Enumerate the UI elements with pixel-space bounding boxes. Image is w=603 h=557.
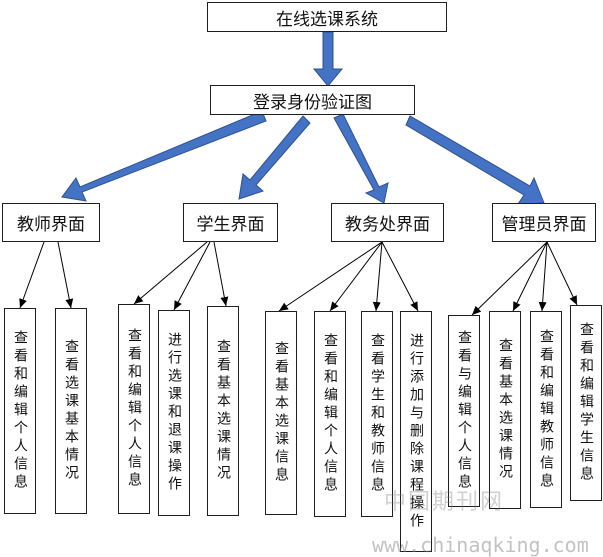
office-connectors <box>278 241 419 312</box>
leaf-label: 查看选课基本情况 <box>63 339 79 483</box>
leaf-box: 查看基本选课信息 <box>265 311 297 515</box>
leaf-label: 查看基本选课情况 <box>215 339 231 483</box>
module-label-office: 教务处界面 <box>345 215 430 235</box>
arrow-login-to-student <box>238 115 311 200</box>
leaf-label: 查看与编辑个人信息 <box>456 330 472 492</box>
leaf-box: 进行选课和退课操作 <box>158 310 190 516</box>
leaf-box: 查看基本选课情况 <box>207 306 239 516</box>
leaf-box: 查看和编辑个人信息 <box>4 308 36 514</box>
module-label-student: 学生界面 <box>196 215 265 235</box>
module-label-admin: 管理员界面 <box>501 215 587 235</box>
watermark-logo-text: 中国期刊网 <box>384 490 505 515</box>
leaf-label: 查看基本选课信息 <box>273 341 289 485</box>
module-box-teacher: 教师界面 <box>2 203 100 242</box>
leaf-label: 进行添加与删除课程操作 <box>408 332 424 531</box>
arrow-login-to-office <box>333 113 389 204</box>
arrow-login-to-admin <box>405 115 545 205</box>
arrow-root-to-login <box>312 31 344 87</box>
leaf-box: 查看和编辑教师信息 <box>530 311 562 508</box>
module-box-admin: 管理员界面 <box>492 203 596 242</box>
leaf-box: 查看选课基本情况 <box>55 308 87 514</box>
leaf-box: 查看与编辑个人信息 <box>448 315 480 507</box>
leaf-label: 查看基本选课情况 <box>497 338 513 482</box>
root-label: 在线选课系统 <box>276 9 378 30</box>
leaf-label: 查看和编辑个人信息 <box>12 330 28 492</box>
leaf-box: 查看基本选课情况 <box>489 311 521 509</box>
arrow-login-to-teacher <box>61 110 267 202</box>
leaf-box: 进行添加与删除课程操作 <box>400 311 432 552</box>
leaf-label: 查看和编辑个人信息 <box>322 333 338 495</box>
leaf-label: 进行选课和退课操作 <box>166 332 182 494</box>
leaf-label: 查看和编辑学生信息 <box>578 322 594 484</box>
module-box-student: 学生界面 <box>183 203 278 242</box>
admin-connectors <box>471 241 578 316</box>
leaf-box: 查看和编辑个人信息 <box>118 304 150 514</box>
module-label-teacher: 教师界面 <box>17 215 85 235</box>
leaf-label: 查看和编辑教师信息 <box>538 328 554 491</box>
watermark-url: www.chinaqking.com <box>372 533 589 557</box>
teacher-connectors <box>19 241 74 309</box>
leaf-label: 查看学生和教师信息 <box>369 333 385 495</box>
module-box-office: 教务处界面 <box>331 203 444 242</box>
login-label: 登录身份验证图 <box>253 92 372 113</box>
login-box: 登录身份验证图 <box>210 85 415 115</box>
leaf-box: 查看学生和教师信息 <box>361 311 393 517</box>
root-box: 在线选课系统 <box>207 2 447 32</box>
leaf-label: 查看和编辑个人信息 <box>126 328 142 490</box>
leaf-box: 查看和编辑学生信息 <box>570 305 602 501</box>
student-connectors <box>133 241 229 311</box>
leaf-box: 查看和编辑个人信息 <box>314 311 346 517</box>
